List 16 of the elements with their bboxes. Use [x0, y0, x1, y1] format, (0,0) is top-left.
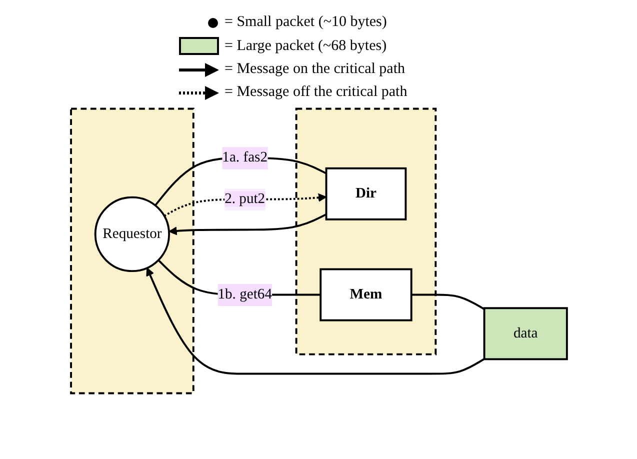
- edge-label: 1a. fas2: [222, 150, 268, 166]
- arrow: [146, 268, 484, 375]
- legend-text: = Message on the critical path: [224, 61, 405, 78]
- node-circle: Requestor: [94, 196, 170, 272]
- edge-label: 2. put2: [224, 191, 265, 207]
- arrow: [168, 213, 326, 236]
- node-box: Mem: [319, 268, 412, 322]
- legend-text: = Small packet (~10 bytes): [224, 14, 387, 31]
- node-box: data: [482, 307, 568, 360]
- legend-text: = Large packet (~68 bytes): [224, 38, 387, 54]
- connector: [410, 294, 484, 310]
- node-box: Dir: [324, 167, 406, 220]
- cluster: [70, 108, 194, 394]
- cluster: [294, 108, 436, 356]
- legend-text: = Message off the critical path: [224, 84, 408, 101]
- edge-label: 1b. get64: [217, 286, 272, 302]
